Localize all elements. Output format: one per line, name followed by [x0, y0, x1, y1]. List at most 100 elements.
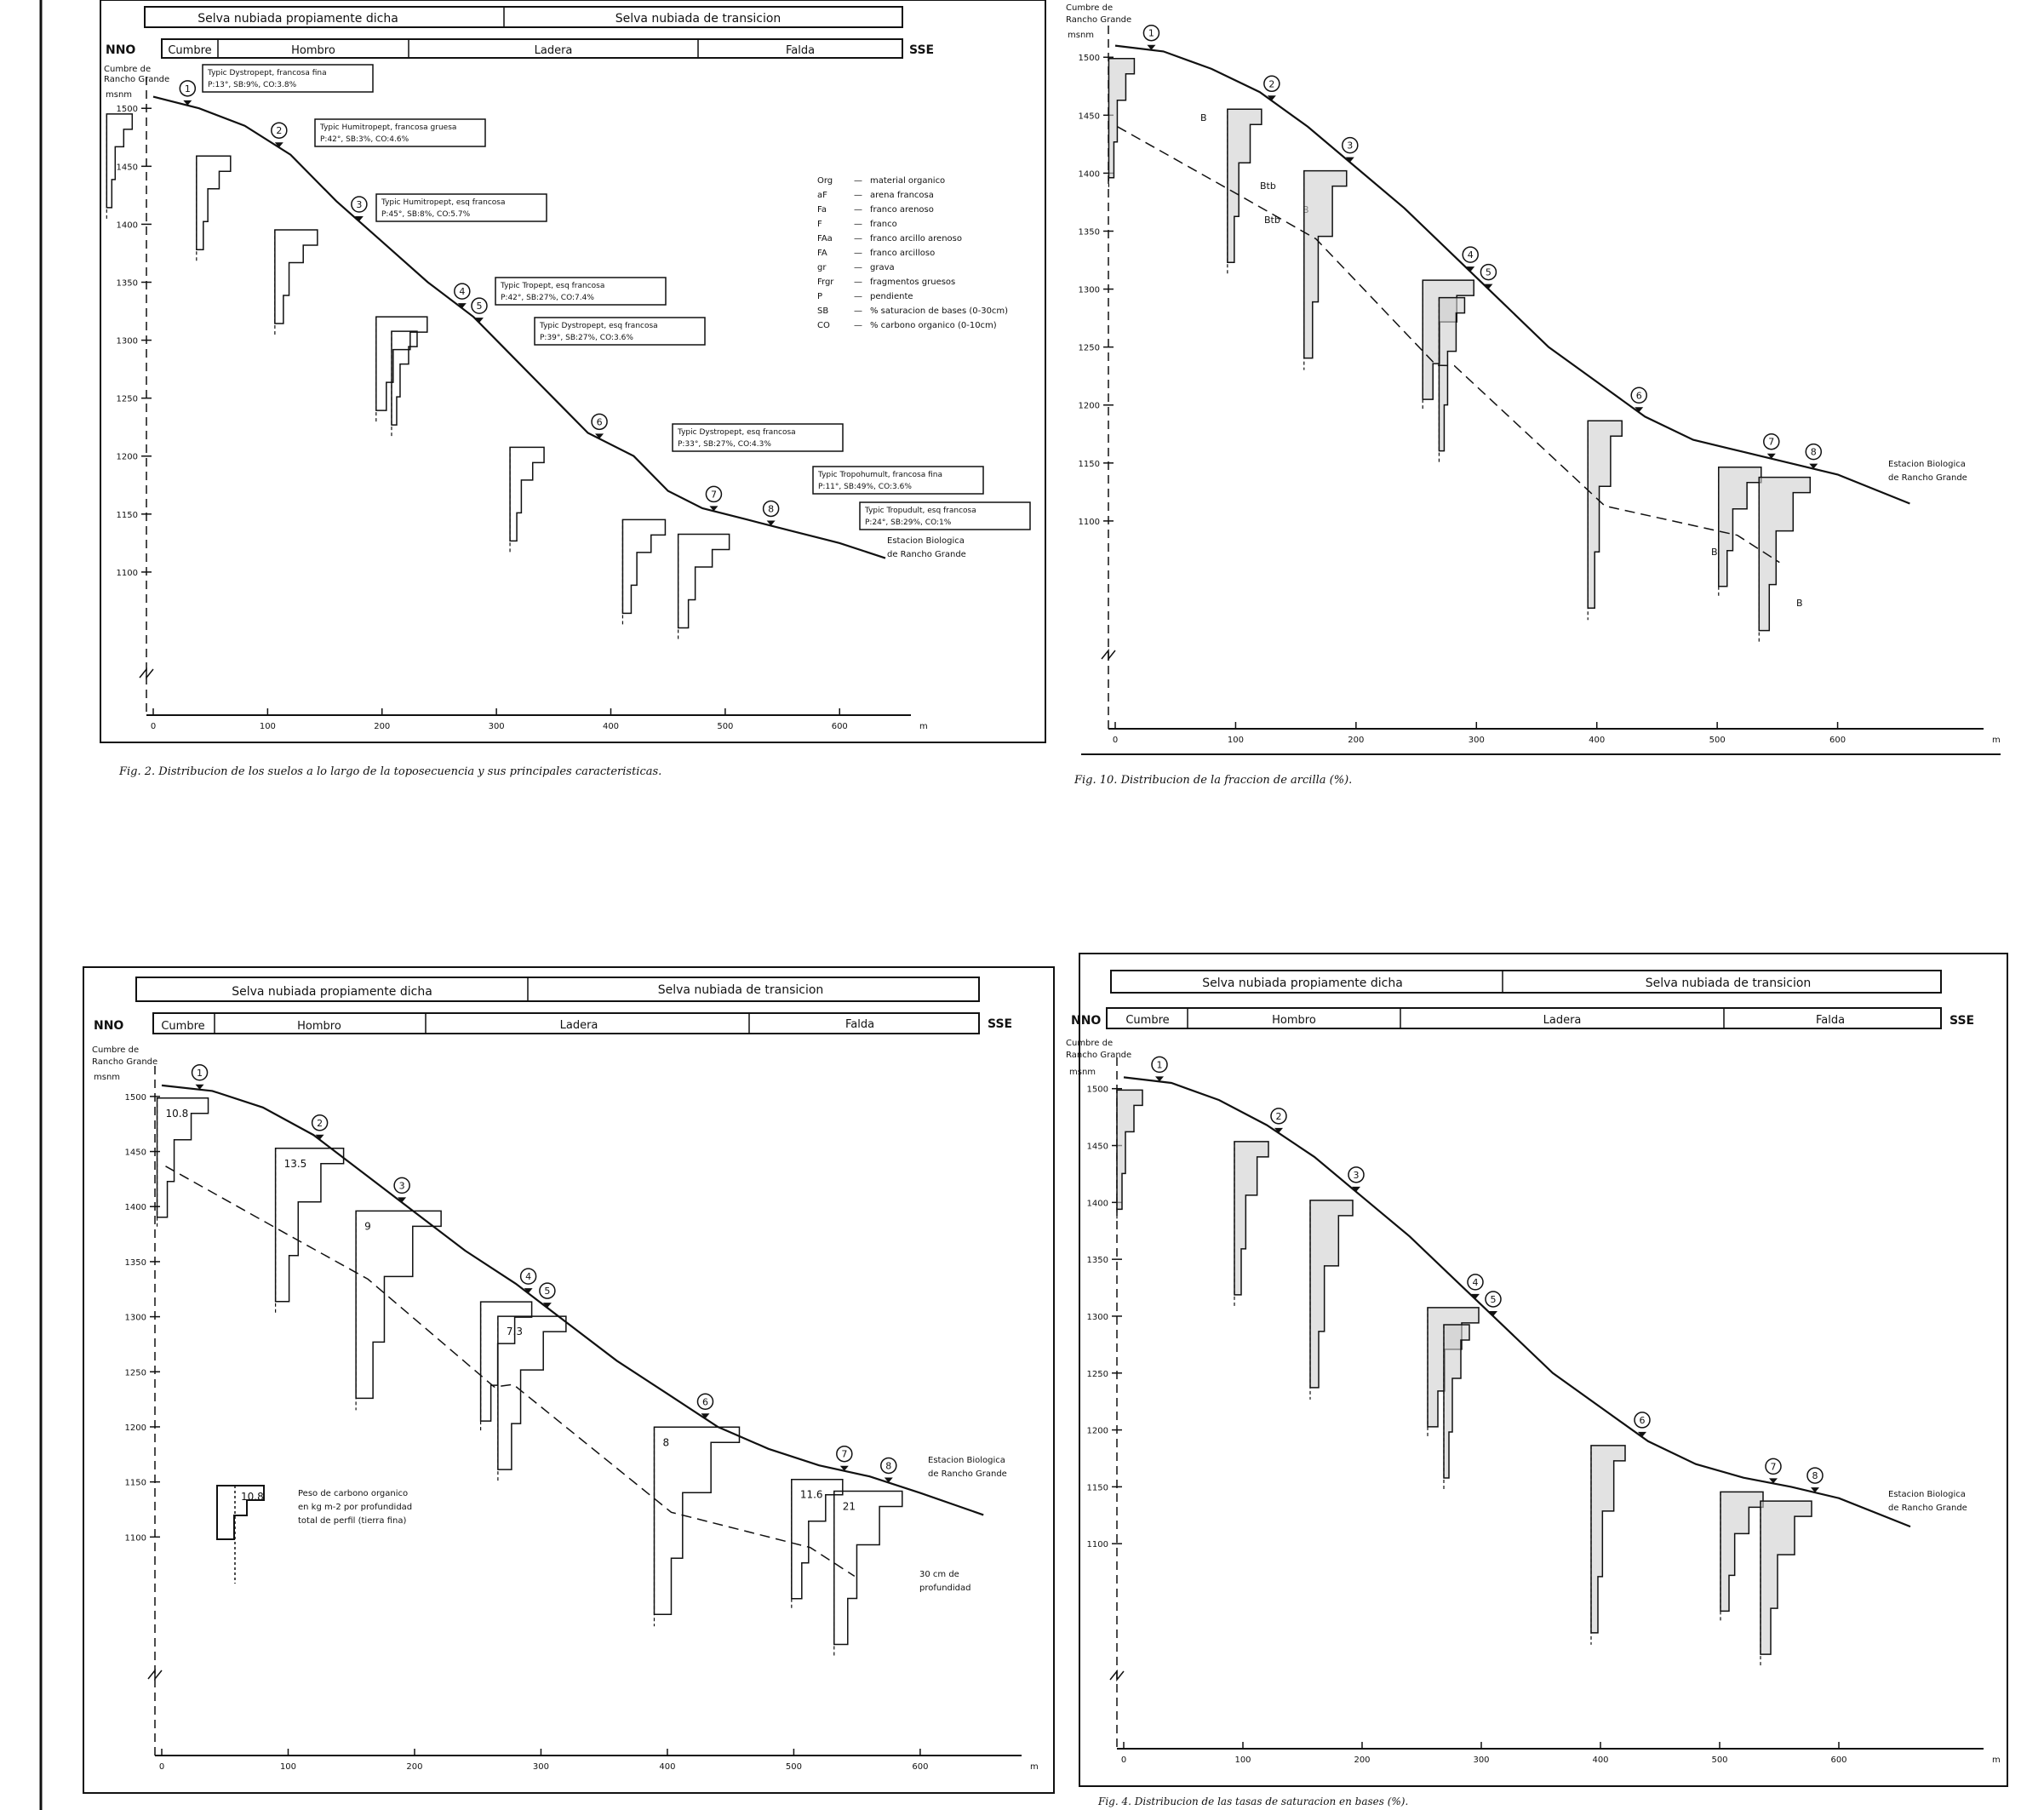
- profile-number-label: 7: [1771, 1461, 1777, 1472]
- carbon-value-label: 7.3: [507, 1326, 523, 1337]
- x-tick-label: 500: [786, 1762, 802, 1772]
- y-tick-label: 1150: [1079, 460, 1100, 469]
- soil-label-box: [314, 118, 486, 147]
- carbon-legend-symbol: [216, 1485, 265, 1540]
- legend-dash: —: [854, 278, 862, 287]
- horizon-boundary-dashed-line: [1117, 126, 1780, 564]
- profile-number-circle: [1467, 1274, 1484, 1291]
- profile-number-label: 4: [525, 1271, 531, 1282]
- profile-pit-marker: [884, 1477, 893, 1483]
- axis-break-mark: [147, 1668, 163, 1681]
- x-tick-label: 200: [1354, 1756, 1370, 1765]
- profile-depth-column: [274, 1148, 345, 1303]
- legend-description: pendiente: [870, 292, 913, 301]
- profile-depth-column: [1303, 169, 1348, 359]
- figure-4-caption: Fig. 4. Distribucion de las tasas de sat…: [1097, 1796, 1408, 1807]
- profile-number-label: 2: [1276, 1111, 1282, 1122]
- y-tick-label: 1450: [1087, 1143, 1108, 1152]
- x-tick-label: 100: [1234, 1756, 1251, 1765]
- x-tick-label: 400: [659, 1762, 675, 1772]
- clay-horizon-label: Btb: [1264, 215, 1280, 226]
- y-tick-label: 1500: [1087, 1085, 1108, 1095]
- carbon-legend-box: 10.8 Peso de carbono organico en kg m-2 …: [216, 1485, 412, 1584]
- station-label-line1: Estacion Biologica: [1888, 1490, 1966, 1499]
- profile-pit-marker: [183, 100, 192, 106]
- soil-label-name: Typic Dystropept, esq francosa: [677, 428, 796, 437]
- y-tick-label: 1100: [117, 569, 138, 578]
- legend-description: franco arenoso: [870, 205, 934, 215]
- profile-depth-column: [1227, 108, 1262, 264]
- x-tick-label: 600: [1830, 1756, 1846, 1765]
- profile-pit-marker: [274, 142, 283, 148]
- axis-break-mark: [139, 667, 154, 680]
- soil-label-box: [534, 317, 706, 346]
- profile-number-label: 7: [1768, 437, 1774, 448]
- profile-number-circle: [519, 1268, 537, 1285]
- figure-2-panel: Selva nubiada propiamente dicha Selva nu…: [100, 0, 1046, 778]
- profile-pit-marker: [1267, 95, 1276, 101]
- profile-pit-marker: [474, 318, 484, 324]
- profile-number-label: 3: [399, 1180, 405, 1191]
- y-tick-label: 1200: [1087, 1427, 1108, 1436]
- zone-falda: Falda: [845, 1018, 874, 1031]
- soil-label-name: Typic Dystropept, francosa fina: [207, 69, 327, 77]
- profile-number-label: 5: [476, 301, 482, 312]
- profile-number-circle: [311, 1114, 329, 1131]
- profile-pit-marker: [1489, 1310, 1497, 1316]
- profile-number-circle: [1462, 246, 1479, 263]
- summit-label-line2: Rancho Grande: [1066, 15, 1131, 25]
- profile-pit-marker: [1811, 1487, 1819, 1493]
- soil-label-name: Typic Tropept, esq francosa: [500, 282, 604, 290]
- profile-depth-column: [196, 155, 232, 250]
- legend-code: aF: [817, 191, 827, 200]
- profile-number-circle: [471, 297, 488, 314]
- soil-label-stats: P:24°, SB:29%, CO:1%: [865, 518, 952, 527]
- y-tick-label: 1100: [1087, 1540, 1108, 1549]
- profile-pit-marker: [1466, 266, 1475, 272]
- x-tick-label: 0: [151, 722, 156, 731]
- profile-depth-column: [1108, 57, 1136, 179]
- profile-pit-marker: [1766, 453, 1776, 459]
- y-tick-label: 1150: [125, 1479, 146, 1488]
- soil-label-name: Typic Dystropept, esq francosa: [539, 322, 658, 330]
- profile-number-label: 2: [276, 125, 282, 136]
- veg-bar: [135, 977, 980, 1002]
- profile-pit-marker: [766, 520, 776, 526]
- station-label-line1: Estacion Biologica: [1888, 460, 1966, 469]
- depth-note-line1: 30 cm de: [919, 1570, 959, 1579]
- profile-number-circle: [705, 485, 723, 503]
- y-tick-label: 1200: [125, 1423, 146, 1433]
- x-tick-label: 200: [406, 1762, 422, 1772]
- summit-label-line1: Cumbre de: [1066, 1039, 1113, 1048]
- profile-depth-column: [621, 518, 667, 615]
- legend-code: gr: [817, 263, 827, 272]
- legend-description: grava: [870, 263, 895, 272]
- zone-hombro: Hombro: [291, 44, 335, 57]
- soil-label-name: Typic Humitropept, esq francosa: [381, 198, 505, 207]
- y-tick-label: 1250: [125, 1368, 146, 1378]
- direction-right: SSE: [909, 43, 934, 57]
- summit-label-line1: Cumbre de: [92, 1045, 139, 1055]
- x-tick-label: 500: [717, 722, 733, 731]
- carbon-value-label: 11.6: [800, 1489, 823, 1501]
- legend-code: CO: [817, 321, 830, 330]
- legend-description: % carbono organico (0-10cm): [870, 321, 997, 330]
- x-tick-label: 300: [1473, 1756, 1489, 1765]
- profile-pit-marker: [709, 506, 719, 512]
- profile-pit-marker: [1147, 44, 1156, 50]
- direction-left: NNO: [1071, 1014, 1101, 1028]
- x-tick-label: 200: [1348, 736, 1364, 745]
- y-tick-label: 1500: [125, 1093, 146, 1103]
- veg-left-label: Selva nubiada propiamente dicha: [232, 985, 432, 999]
- profile-number-circle: [1263, 75, 1280, 93]
- direction-left: NNO: [94, 1019, 123, 1033]
- profile-pit-marker: [1345, 157, 1354, 163]
- y-tick-label: 1500: [117, 105, 138, 114]
- zone-bar: [1106, 1007, 1942, 1029]
- y-tick-label: 1150: [1087, 1483, 1108, 1492]
- profile-number-label: 2: [317, 1118, 323, 1129]
- y-tick-label: 1400: [117, 221, 138, 230]
